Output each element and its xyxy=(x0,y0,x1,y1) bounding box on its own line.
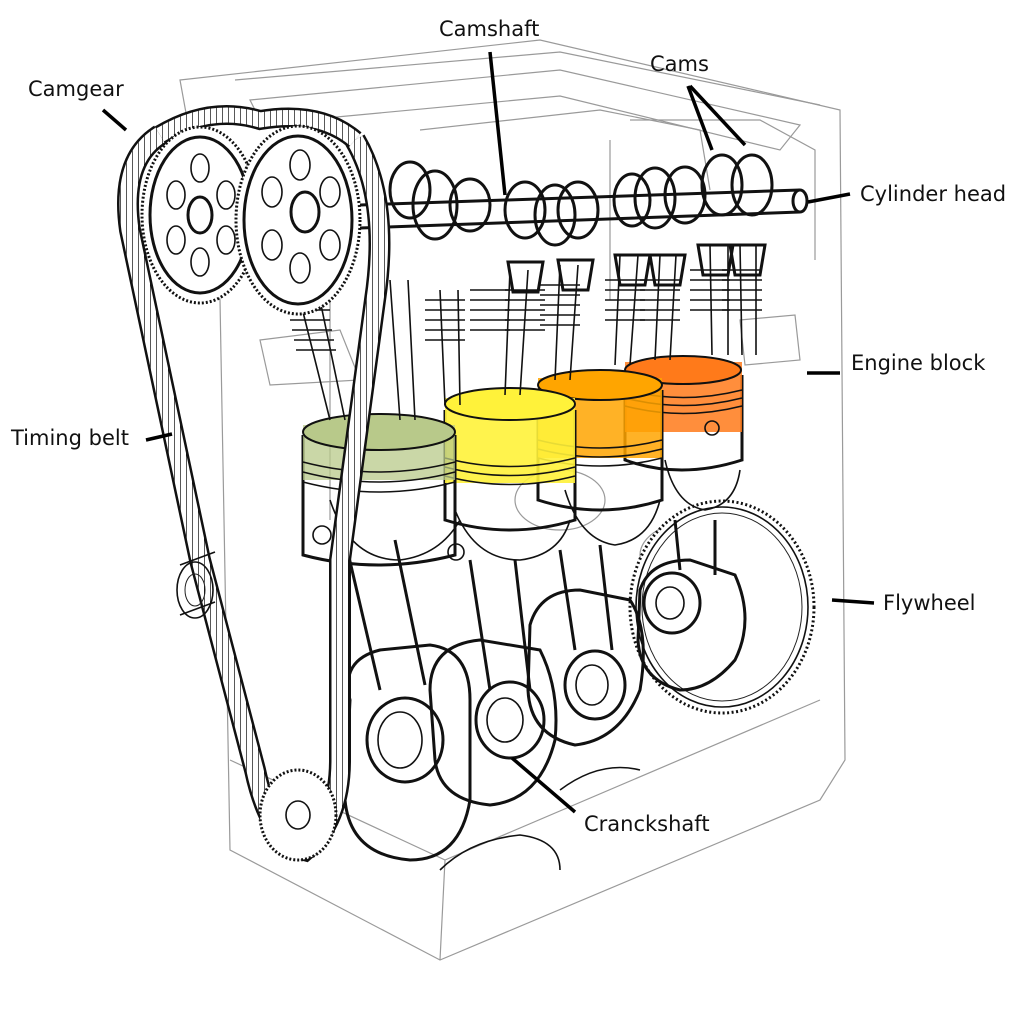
flywheel xyxy=(628,499,816,715)
block-boss xyxy=(176,551,216,619)
leader-cylinder-head xyxy=(807,192,851,204)
leader-flywheel xyxy=(831,598,875,605)
label-cams: Cams xyxy=(650,52,709,76)
leader-lines xyxy=(101,51,875,814)
label-timing-belt: Timing belt xyxy=(10,426,129,450)
cams xyxy=(388,153,774,247)
camgears xyxy=(140,124,362,316)
label-crankshaft: Cranckshaft xyxy=(584,812,710,836)
valves xyxy=(290,243,767,421)
piston-2 xyxy=(443,387,577,561)
camgear-front xyxy=(234,124,362,316)
label-camshaft: Camshaft xyxy=(439,17,539,41)
leader-camgear xyxy=(101,108,128,132)
camshaft xyxy=(359,153,809,247)
crankshaft xyxy=(343,558,747,871)
label-flywheel: Flywheel xyxy=(883,591,976,615)
labels: Camshaft Cams Camgear Cylinder head Engi… xyxy=(10,17,1006,836)
leader-cams-1 xyxy=(686,85,714,151)
leader-timing-belt xyxy=(145,432,173,442)
label-camgear: Camgear xyxy=(28,77,124,101)
leader-cams-2 xyxy=(688,84,747,147)
leader-camshaft xyxy=(488,51,507,196)
leader-crankshaft xyxy=(510,756,577,814)
piston-1 xyxy=(301,413,457,567)
crank-pulley xyxy=(258,768,338,862)
label-cylinder-head: Cylinder head xyxy=(860,182,1006,206)
label-engine-block: Engine block xyxy=(851,351,986,375)
